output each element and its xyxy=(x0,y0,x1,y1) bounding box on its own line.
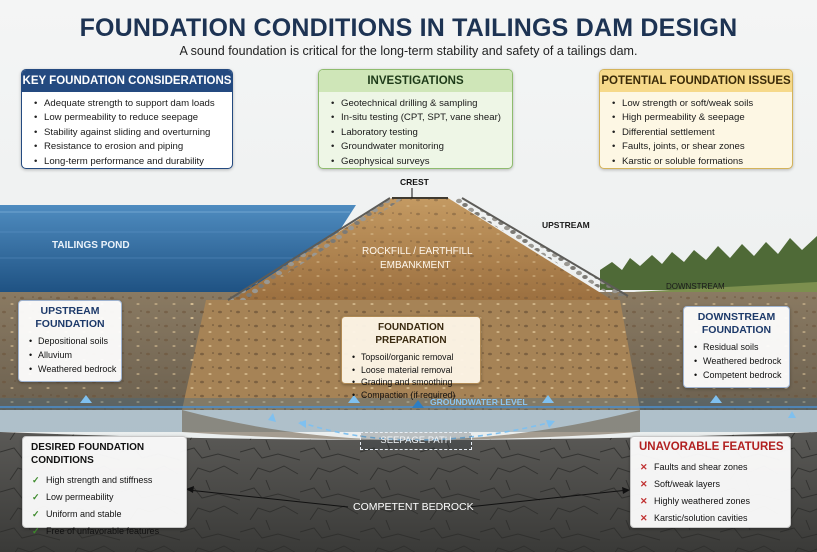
upstream-label: UPSTREAM xyxy=(542,220,590,230)
investigations-card: INVESTIGATIONS Geotechnical drilling & s… xyxy=(318,69,513,169)
check-item: Free of unfavorable features xyxy=(32,523,180,540)
list-item: Adequate strength to support dam loads xyxy=(34,97,224,111)
list-item: Groundwater monitoring xyxy=(331,140,504,154)
check-item: High strength and stiffness xyxy=(32,472,180,489)
list-item: Long-term performance and durability xyxy=(34,155,224,168)
potential-issues-card: POTENTIAL FOUNDATION ISSUES Low strength… xyxy=(599,69,793,169)
downstream-foundation-title-1: DOWNSTREAM xyxy=(697,311,776,323)
unfavorable-features-title: UNAVORABLE FEATURES xyxy=(639,441,784,453)
cross-item: Karstic/solution cavities xyxy=(640,510,784,527)
competent-bedrock-label: COMPETENT BEDROCK xyxy=(353,501,474,513)
foundation-preparation-title: FOUNDATION PREPARATION xyxy=(375,322,447,346)
embankment-label-line-2: EMBANKMENT xyxy=(380,260,451,271)
list-item: Laboratory testing xyxy=(331,126,504,140)
list-item: Competent bedrock xyxy=(694,369,783,383)
cross-item: Highly weathered zones xyxy=(640,493,784,510)
list-item: Alluvium xyxy=(29,349,115,363)
list-item: Faults, joints, or shear zones xyxy=(612,140,784,154)
downstream-label: DOWNSTREAM xyxy=(666,282,725,291)
list-item: Residual soils xyxy=(694,341,783,355)
upstream-foundation-title-1: UPSTREAM xyxy=(40,305,100,317)
key-considerations-card: KEY FOUNDATION CONSIDERATIONS Adequate s… xyxy=(21,69,233,169)
list-item: Resistance to erosion and piping xyxy=(34,140,224,154)
page-subtitle: A sound foundation is critical for the l… xyxy=(179,44,638,58)
list-item: Weathered bedrock xyxy=(29,363,116,377)
page-title: FOUNDATION CONDITIONS IN TAILINGS DAM DE… xyxy=(79,14,738,42)
list-item: High permeability & seepage xyxy=(612,111,784,125)
upstream-foundation-title-2: FOUNDATION xyxy=(35,318,105,330)
unfavorable-features-box: UNAVORABLE FEATURES Faults and shear zon… xyxy=(630,436,791,528)
list-item: Low strength or soft/weak soils xyxy=(612,97,784,111)
list-item: Depositional soils xyxy=(29,335,115,349)
list-item: Low permeability to reduce seepage xyxy=(34,111,224,125)
key-considerations-title: KEY FOUNDATION CONSIDERATIONS xyxy=(22,70,232,92)
downstream-foundation-title-2: FOUNDATION xyxy=(701,324,772,336)
investigations-title: INVESTIGATIONS xyxy=(319,70,512,92)
list-item: Grading and smoothing xyxy=(352,376,474,389)
list-item: Compaction (if required) xyxy=(352,389,474,402)
embankment-label-line-1: ROCKFILL / EARTHFILL xyxy=(362,246,473,257)
seepage-path-label: SEEPAGE PATH xyxy=(360,432,472,450)
list-item: Loose material removal xyxy=(352,364,474,377)
tailings-pond-label: TAILINGS POND xyxy=(52,240,130,251)
list-item: Geophysical surveys xyxy=(331,155,504,168)
potential-issues-title: POTENTIAL FOUNDATION ISSUES xyxy=(600,70,792,92)
desired-conditions-box: DESIRED FOUNDATION CONDITIONS High stren… xyxy=(22,436,187,536)
cross-item: Soft/weak layers xyxy=(640,476,784,493)
groundwater-level-label: GROUNDWATER LEVEL xyxy=(430,397,528,407)
cross-item: Faults and shear zones xyxy=(640,459,784,476)
list-item: Stability against sliding and overturnin… xyxy=(34,126,224,140)
downstream-foundation-box: DOWNSTREAM FOUNDATION Residual soils Wea… xyxy=(683,306,790,388)
crest-label: CREST xyxy=(400,177,429,187)
desired-conditions-title: DESIRED FOUNDATION CONDITIONS xyxy=(31,442,145,466)
list-item: Topsoil/organic removal xyxy=(352,351,474,364)
list-item: Karstic or soluble formations xyxy=(612,155,784,168)
upstream-foundation-box: UPSTREAM FOUNDATION Depositional soils A… xyxy=(18,300,122,382)
check-item: Uniform and stable xyxy=(32,506,180,523)
list-item: In-situ testing (CPT, SPT, vane shear) xyxy=(331,111,504,125)
list-item: Differential settlement xyxy=(612,126,784,140)
list-item: Weathered bedrock xyxy=(694,355,783,369)
foundation-preparation-box: FOUNDATION PREPARATION Topsoil/organic r… xyxy=(341,316,481,400)
list-item: Geotechnical drilling & sampling xyxy=(331,97,504,111)
check-item: Low permeability xyxy=(32,489,180,506)
